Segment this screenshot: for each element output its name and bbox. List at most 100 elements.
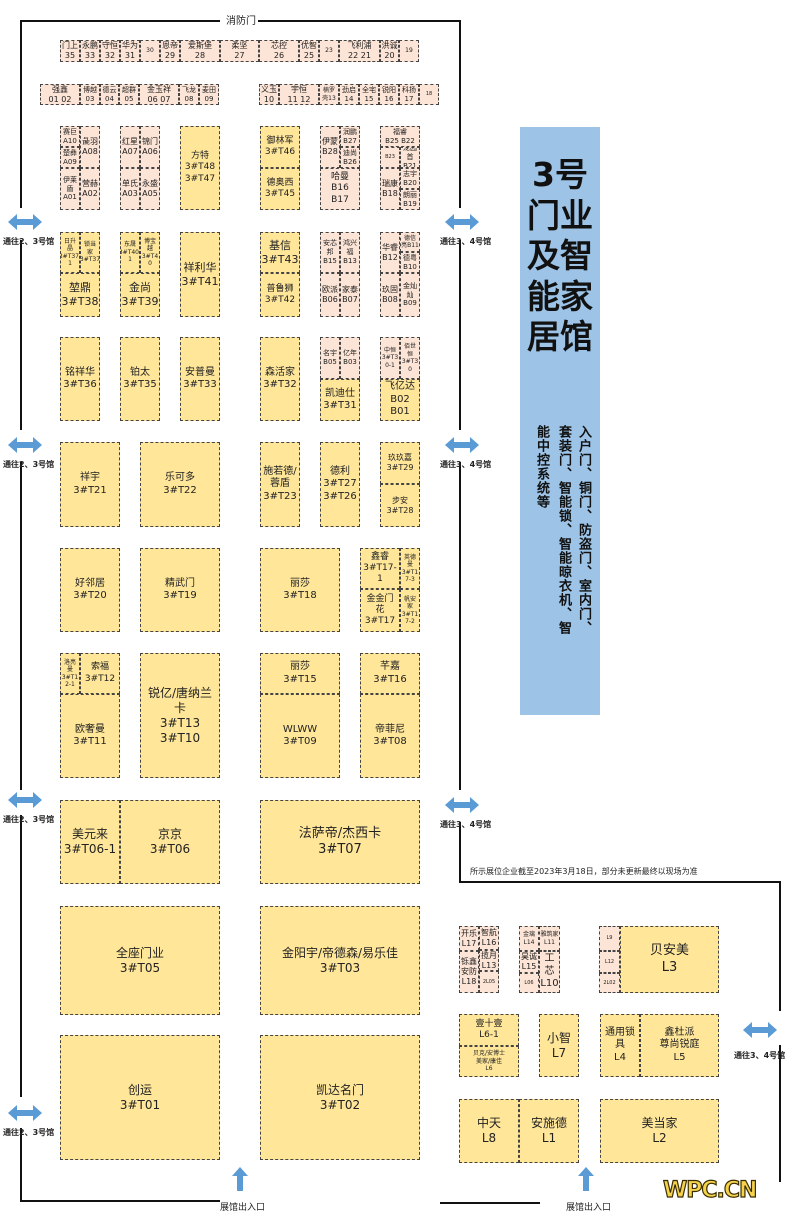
booth[interactable]: 飞利浦 22 21 bbox=[339, 40, 380, 62]
booth[interactable]: 德云 04 bbox=[100, 84, 119, 105]
booth[interactable]: 工芯 L10 bbox=[539, 951, 560, 993]
booth[interactable]: 彘羽 A08 bbox=[80, 126, 100, 168]
booth[interactable]: 朗丽 B19 bbox=[400, 189, 420, 210]
booth[interactable]: 2L05 bbox=[479, 971, 499, 993]
booth[interactable]: 鸿兴 福 B13 bbox=[340, 232, 360, 273]
booth[interactable]: 好邻居 3#T20 bbox=[60, 548, 120, 632]
booth[interactable]: 法萨帝/杰西卡 3#T07 bbox=[260, 800, 420, 884]
passage-to-hall-3-4[interactable]: 通往3、4号馆 bbox=[440, 237, 492, 246]
booth[interactable]: 志宇 B20 bbox=[400, 168, 420, 189]
booth[interactable]: 名宇 B05 bbox=[320, 337, 340, 379]
passage-to-hall-2-3[interactable]: 通往2、3号馆 bbox=[3, 1128, 55, 1137]
booth[interactable]: 昊诚 L15 bbox=[519, 951, 539, 973]
booth[interactable]: 亿年 B03 bbox=[340, 337, 360, 379]
booth[interactable]: 全宅 15 bbox=[359, 84, 379, 105]
booth[interactable]: 美当家 L2 bbox=[600, 1099, 719, 1163]
booth[interactable]: 鑫睿 3#T17- 1 bbox=[360, 548, 400, 589]
booth[interactable]: 智航 L16 bbox=[479, 926, 499, 950]
booth[interactable]: 19 bbox=[399, 40, 419, 62]
booth[interactable]: 小智 L7 bbox=[539, 1014, 579, 1077]
booth[interactable]: 中恒 3#T3 0-1 bbox=[380, 337, 400, 379]
booth[interactable]: 贝安美 L3 bbox=[620, 926, 719, 993]
booth[interactable]: 玖固 B08 bbox=[380, 273, 400, 317]
booth[interactable]: 金玉祥 06 07 bbox=[139, 84, 179, 105]
booth[interactable]: 创运 3#T01 bbox=[60, 1035, 220, 1160]
booth[interactable]: 铭祥华 3#T36 bbox=[60, 337, 100, 421]
booth[interactable]: 金金门 花 3#T17 bbox=[360, 589, 400, 632]
booth[interactable]: 普鲁狮 3#T42 bbox=[260, 273, 300, 317]
booth[interactable]: L9 bbox=[599, 926, 620, 951]
booth[interactable]: 义玉 10 bbox=[259, 84, 279, 105]
booth[interactable]: 赛巨 A10 bbox=[60, 126, 80, 147]
booth[interactable]: 德信 亮B11 bbox=[400, 232, 420, 252]
booth[interactable]: 优智 25 bbox=[299, 40, 319, 62]
booth[interactable]: 揽月 L13 bbox=[479, 950, 499, 971]
booth[interactable]: 铂太 3#T35 bbox=[120, 337, 160, 421]
booth[interactable]: 方特 3#T48 3#T47 bbox=[180, 126, 220, 210]
booth[interactable]: L06 bbox=[519, 973, 539, 993]
booth[interactable]: 基信 3#T43 bbox=[260, 232, 300, 273]
booth[interactable]: 锐亿/唐纳兰 卡 3#T13 3#T10 bbox=[140, 653, 220, 778]
booth[interactable]: 伊蒙 B28 bbox=[320, 126, 340, 168]
booth[interactable]: 永盛 A05 bbox=[140, 168, 160, 210]
booth[interactable]: 德利 3#T27 3#T26 bbox=[320, 442, 360, 527]
booth[interactable]: 芯控 26 bbox=[259, 40, 299, 62]
booth[interactable]: 金尚 3#T39 bbox=[120, 273, 160, 317]
booth[interactable]: 铄鑫 安防 L18 bbox=[459, 951, 479, 993]
booth[interactable]: 贝克/安博士 美家/康佳 L6 bbox=[459, 1046, 519, 1077]
booth[interactable]: 施若德/ 蓉盾 3#T23 bbox=[260, 442, 300, 527]
booth[interactable]: 凯迪仕 3#T31 bbox=[320, 379, 360, 421]
booth[interactable]: 家泰 B07 bbox=[340, 273, 360, 317]
booth[interactable]: 通用锁 具 L4 bbox=[600, 1014, 640, 1077]
booth[interactable]: 迪尚 B26 bbox=[340, 147, 360, 168]
booth[interactable]: 23 bbox=[319, 40, 339, 62]
booth[interactable]: 科扬 17 bbox=[399, 84, 419, 105]
booth[interactable]: 博宝 越 3#T4 0 bbox=[140, 232, 160, 273]
booth[interactable]: 守恒 32 bbox=[100, 40, 120, 62]
booth[interactable]: 堃鼎 3#T38 bbox=[60, 273, 100, 317]
booth[interactable]: 精武门 3#T19 bbox=[140, 548, 220, 632]
passage-to-hall-3-4[interactable]: 通往3、4号馆 bbox=[440, 820, 492, 829]
booth[interactable]: 恩帝 29 bbox=[160, 40, 180, 62]
booth[interactable]: 欧奢曼 3#T11 bbox=[60, 694, 120, 778]
booth[interactable]: WLWW 3#T09 bbox=[260, 694, 340, 778]
booth[interactable]: 金璃 L14 bbox=[519, 926, 539, 951]
booth[interactable]: 楠罗 壳13 bbox=[319, 84, 339, 105]
booth[interactable]: 柔坚 27 bbox=[220, 40, 259, 62]
booth[interactable]: 博越 03 bbox=[80, 84, 100, 105]
booth[interactable]: 洪诚 20 bbox=[380, 40, 399, 62]
booth[interactable]: 东晟 3#T40- 1 bbox=[120, 232, 140, 273]
booth[interactable]: 红星 A07 bbox=[120, 126, 140, 168]
booth[interactable]: 飞龙 08 bbox=[179, 84, 199, 105]
booth[interactable]: 劲启 14 bbox=[339, 84, 359, 105]
booth[interactable]: 美元来 3#T06-1 bbox=[60, 800, 120, 884]
booth[interactable]: 安普曼 3#T33 bbox=[180, 337, 220, 421]
booth[interactable]: 单氏 A03 bbox=[120, 168, 140, 210]
passage-to-hall-2-3[interactable]: 通往2、3号馆 bbox=[3, 237, 55, 246]
booth[interactable]: 芊嘉 3#T16 bbox=[360, 653, 420, 694]
booth[interactable]: 步安 3#T28 bbox=[380, 484, 420, 527]
passage-to-hall-3-4[interactable]: 通往3、4号馆 bbox=[440, 460, 492, 469]
booth[interactable]: 鑫杜派 尊尚锐庭 L5 bbox=[640, 1014, 719, 1077]
booth[interactable]: 开乐 L17 bbox=[459, 926, 479, 951]
booth[interactable]: 丽莎 3#T15 bbox=[260, 653, 340, 694]
booth[interactable]: 京京 3#T06 bbox=[120, 800, 220, 884]
booth[interactable]: 凯达名门 3#T02 bbox=[260, 1035, 420, 1160]
booth[interactable]: 超群 05 bbox=[119, 84, 139, 105]
booth[interactable]: 帆安 家 3#T1 7-2 bbox=[400, 589, 420, 632]
booth[interactable]: 强鑫 01 02 bbox=[40, 84, 80, 105]
booth[interactable]: 英德 曼 3#T1 7-3 bbox=[400, 548, 420, 589]
booth[interactable]: 玖玖嘉 3#T29 bbox=[380, 442, 420, 484]
booth[interactable]: 瑞康 B18 bbox=[380, 168, 400, 210]
booth[interactable]: 门上 35 bbox=[60, 40, 80, 62]
booth[interactable]: 日升 晶 3#T37- 1 bbox=[60, 232, 80, 273]
booth[interactable]: 润鹏 B27 bbox=[340, 126, 360, 147]
booth[interactable]: 德粤 B10 bbox=[400, 252, 420, 273]
booth[interactable]: 龙园 首B21 bbox=[400, 147, 420, 168]
booth[interactable]: 伊莱 盾 A01 bbox=[60, 168, 80, 210]
booth[interactable]: 18 bbox=[419, 84, 439, 105]
booth[interactable]: 祥利华 3#T41 bbox=[180, 232, 220, 317]
booth[interactable]: 丽莎 3#T18 bbox=[260, 548, 340, 632]
booth[interactable]: 福睿 B25 B22 bbox=[380, 126, 420, 147]
booth[interactable]: 索福 3#T12 bbox=[80, 653, 120, 694]
